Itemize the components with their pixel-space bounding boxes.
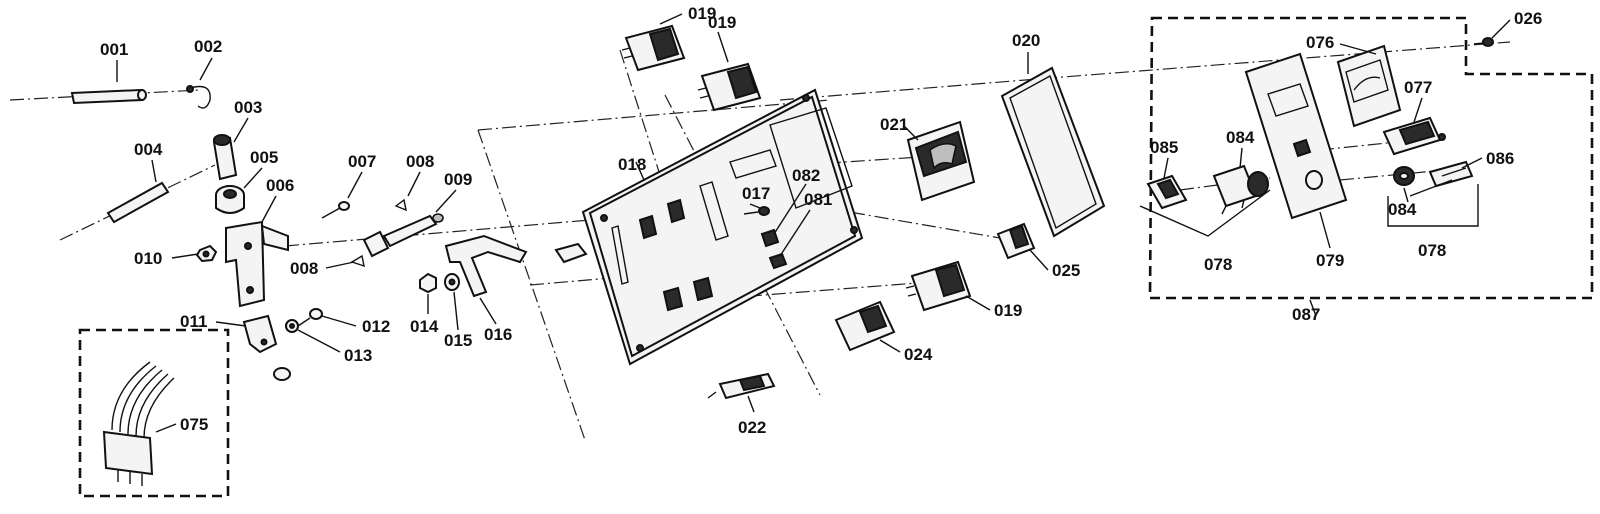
group-box-075 bbox=[78, 328, 230, 498]
label-006: 006 bbox=[266, 176, 294, 195]
part-081-clip bbox=[768, 252, 788, 270]
part-019-switch-upper-right bbox=[697, 62, 762, 112]
part-016-linkage-bracket bbox=[444, 234, 588, 298]
part-019-switch-lower bbox=[905, 260, 972, 312]
part-084-ring bbox=[1393, 166, 1415, 186]
part-085-connector bbox=[1146, 174, 1188, 210]
part-009-lever bbox=[362, 213, 444, 258]
label-009: 009 bbox=[444, 170, 472, 189]
leader-lines bbox=[116, 13, 1511, 433]
part-007-screw bbox=[321, 201, 350, 219]
group-box-087 bbox=[1148, 16, 1594, 300]
part-026-screw bbox=[1473, 37, 1494, 47]
label-019-top: 019 bbox=[688, 4, 716, 23]
part-020-gasket bbox=[1000, 66, 1106, 238]
label-008-lower: 008 bbox=[290, 259, 318, 278]
part-002-ball-joint bbox=[186, 85, 211, 109]
part-021-gauge bbox=[906, 120, 976, 202]
part-024-switch bbox=[834, 300, 896, 352]
part-011-cam bbox=[242, 314, 278, 354]
part-014-nut bbox=[419, 272, 437, 294]
label-084-right: 084 bbox=[1388, 200, 1417, 219]
part-012-screw bbox=[297, 308, 323, 327]
label-087: 087 bbox=[1292, 305, 1320, 324]
label-075: 075 bbox=[180, 415, 208, 434]
part-025-switch bbox=[996, 222, 1036, 260]
label-020: 020 bbox=[1012, 31, 1040, 50]
label-022: 022 bbox=[738, 418, 766, 437]
label-019-lower: 019 bbox=[994, 301, 1022, 320]
part-018-main-panel bbox=[581, 88, 864, 366]
label-014: 014 bbox=[410, 317, 439, 336]
label-011: 011 bbox=[180, 312, 207, 331]
label-015: 015 bbox=[444, 331, 472, 350]
label-024: 024 bbox=[904, 345, 933, 364]
label-078-right: 078 bbox=[1418, 241, 1446, 260]
part-008-clip-upper bbox=[394, 198, 407, 212]
part-004-rod bbox=[106, 181, 170, 224]
label-016: 016 bbox=[484, 325, 512, 344]
label-021: 021 bbox=[880, 115, 908, 134]
label-084-left: 084 bbox=[1226, 128, 1255, 147]
part-005-bushing bbox=[215, 185, 245, 214]
part-008-clip-lower bbox=[350, 254, 365, 268]
part-001-rod bbox=[70, 88, 147, 105]
label-085: 085 bbox=[1150, 138, 1178, 157]
label-081: 081 bbox=[804, 190, 832, 209]
label-001: 001 bbox=[100, 40, 128, 59]
label-007: 007 bbox=[348, 152, 376, 171]
label-082: 082 bbox=[792, 166, 820, 185]
part-077-relay bbox=[1382, 116, 1446, 156]
part-022-switch bbox=[707, 372, 776, 400]
label-019-second: 019 bbox=[708, 13, 736, 32]
part-013-washer bbox=[285, 319, 299, 333]
label-010: 010 bbox=[134, 249, 162, 268]
label-086: 086 bbox=[1486, 149, 1514, 168]
label-013: 013 bbox=[344, 346, 372, 365]
part-086-key bbox=[1428, 160, 1474, 188]
part-labels: 001 002 003 004 005 006 007 008 009 010 … bbox=[100, 4, 1542, 437]
part-003-spring-sleeve bbox=[212, 134, 238, 181]
label-008-upper: 008 bbox=[406, 152, 434, 171]
label-077: 077 bbox=[1404, 78, 1432, 97]
part-017-screw bbox=[743, 206, 770, 216]
label-012: 012 bbox=[362, 317, 390, 336]
part-nut-lower bbox=[273, 367, 291, 381]
label-018: 018 bbox=[618, 155, 646, 174]
label-005: 005 bbox=[250, 148, 278, 167]
label-017: 017 bbox=[742, 184, 770, 203]
label-002: 002 bbox=[194, 37, 222, 56]
label-026: 026 bbox=[1514, 9, 1542, 28]
part-084-ignition-switch bbox=[1212, 164, 1269, 215]
part-010-nut bbox=[195, 244, 218, 263]
label-025: 025 bbox=[1052, 261, 1080, 280]
label-004: 004 bbox=[134, 140, 163, 159]
label-078-left: 078 bbox=[1204, 255, 1232, 274]
label-079: 079 bbox=[1316, 251, 1344, 270]
part-075-wiring-harness bbox=[102, 361, 175, 486]
label-003: 003 bbox=[234, 98, 262, 117]
part-015-washer bbox=[444, 273, 460, 291]
part-006-bracket bbox=[225, 220, 289, 308]
part-079-sub-panel bbox=[1244, 52, 1348, 220]
part-076-meter bbox=[1336, 44, 1402, 128]
label-076: 076 bbox=[1306, 33, 1334, 52]
part-019-switch-upper-left bbox=[621, 24, 686, 72]
